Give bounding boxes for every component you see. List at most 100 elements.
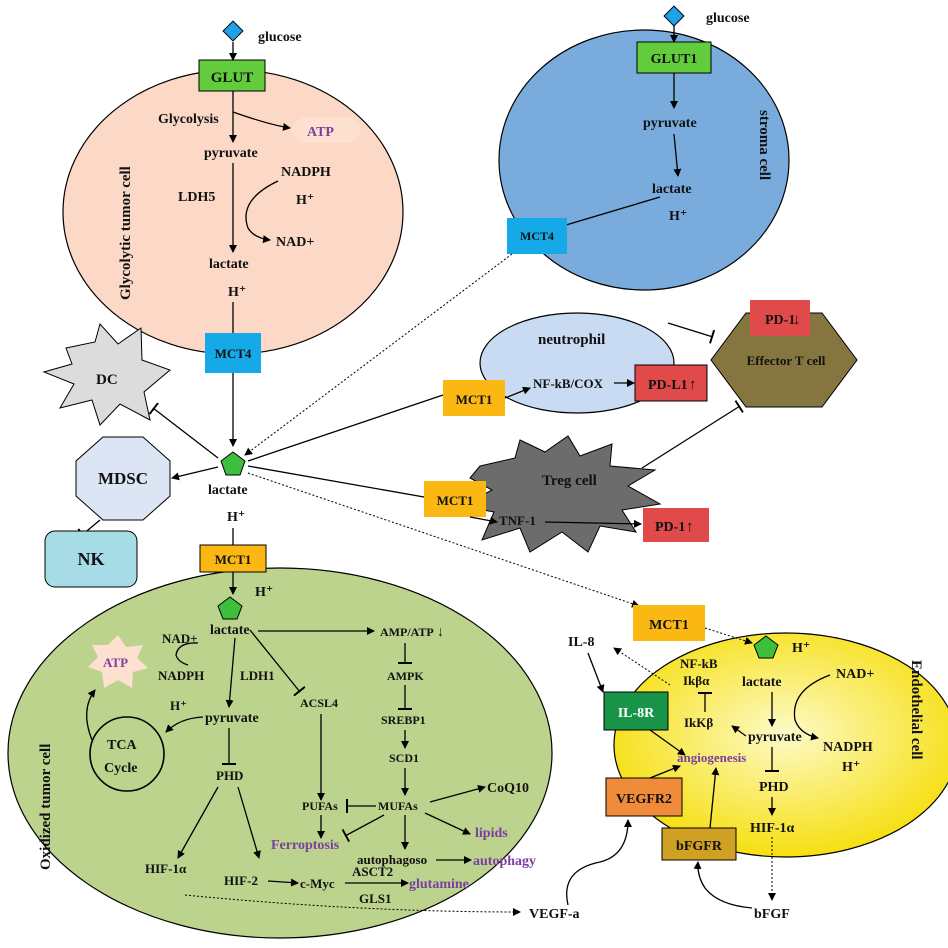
effector-t-cell-label: Effector T cell [747,353,826,368]
mct4-transporter-glycolytic [205,333,261,373]
endothelial-cell-label: Endothelial cell [908,660,924,760]
mct1-label-neutrophil: MCT1 [456,392,493,407]
cmyc-label: c-Myc [300,876,335,891]
phd-label-oxidized: PHD [216,768,243,783]
vegfr2-receptor [605,777,683,817]
mct1-transporter-oxidized [199,544,267,573]
pd-l1-label: PD-L1 [648,378,688,393]
nk-cell [44,530,138,588]
pd-1-marker-effector [750,300,810,336]
autophagoso-label: autophagoso [357,852,427,867]
ikkb-label: IkKβ [684,715,713,730]
cycle-label: Cycle [104,761,137,776]
pd-1-label-effector: PD-1 [765,313,795,328]
dc-cell [42,322,171,426]
glycolytic-cell-label: Glycolytic tumor cell [118,166,134,300]
hplus-label-oxidized: H⁺ [255,585,273,600]
lactate-pentagon-icon [220,451,246,476]
mct4-transporter-stroma [507,218,567,254]
scd1-label: SCD1 [389,751,419,765]
glut-label: GLUT [211,70,254,86]
hplus-label-endothelial: H⁺ [792,641,810,656]
lactate-pentagon-icon-oxidized [217,596,243,620]
mdsc-cell [75,436,171,521]
nfkb-cox-label: NF-kB/COX [533,376,604,391]
effector-t-cell [710,312,858,408]
nadph-label-glycolytic: NADPH [281,165,331,180]
ikba-label: Ikβα [683,673,710,688]
pd-l1-marker [634,364,708,402]
neutrophil-label: neutrophil [538,332,605,348]
lactate-label-endothelial: lactate [742,675,782,690]
ampk-label: AMPK [387,669,424,683]
nad-label-oxidized: NAD+ [162,631,198,646]
mct1-transporter-treg [424,481,486,517]
pyruvate-label-glycolytic: pyruvate [204,146,258,161]
tca-cycle-icon [89,716,165,792]
treg-label: Treg cell [542,473,597,489]
glycolysis-label: Glycolysis [158,112,219,127]
mufas-label: MUFAs [378,799,418,813]
il8-label: IL-8 [568,635,594,650]
pd-1-marker-treg [643,508,709,542]
glutamine-label: glutamine [409,877,469,892]
il8r-label: IL-8R [618,706,655,721]
pufas-label: PUFAs [302,799,338,813]
hplus2-label-endothelial: H⁺ [842,760,860,775]
lipids-label: lipids [475,826,508,841]
pyruvate-label-endothelial: pyruvate [748,730,802,745]
nad-label-glycolytic: NAD+ [276,235,314,250]
lactate-label-center: lactate [208,483,248,498]
mct4-label-stroma: MCT4 [520,229,554,243]
acsl4-label: ACSL4 [300,696,338,710]
autophagy-label: autophagy [473,854,536,869]
stroma-cell-label: stroma cell [756,110,772,180]
glut-transporter [198,59,266,92]
atp-star-icon-oxidized [88,635,148,688]
nk-label: NK [78,549,105,569]
hplus2-label-glycolytic: H⁺ [228,285,246,300]
tnf1-label: TNF-1 [499,513,536,528]
atp-burst-icon [290,117,362,143]
hplus2-label-oxidized: H⁺ [170,698,187,713]
bfgfr-receptor [661,827,737,861]
gls1-label: GLS1 [359,891,392,906]
lactate-label-glycolytic: lactate [209,257,249,272]
hplus-label-glycolytic: H⁺ [296,193,314,208]
mct1-label-oxidized: MCT1 [215,552,252,567]
glucose-icon-stroma [663,5,685,27]
pyruvate-label-stroma: pyruvate [643,116,697,131]
ldh5-label: LDH5 [178,190,215,205]
mct1-transporter-neutrophil [443,380,505,416]
hplus-label-stroma: H⁺ [669,209,687,224]
srebp1-label: SREBP1 [381,713,426,727]
bfgf-label: bFGF [754,907,790,922]
nadph-label-oxidized: NADPH [158,668,204,683]
atp-label-glycolytic: ATP [307,125,334,140]
mct4-label-glycolytic: MCT4 [215,346,252,361]
pyruvate-label-oxidized: pyruvate [205,711,259,726]
mdsc-label: MDSC [98,469,148,488]
up-arrow-icon-pd1-treg: ↑ [686,519,694,535]
mct1-transporter-endothelial [633,605,705,641]
endothelial-cell [613,632,948,858]
oxidized-cell-label: Oxidized tumor cell [38,744,54,870]
il8r-receptor [603,691,669,731]
nfkb-label-endothelial: NF-kB [680,656,718,671]
nad-label-endothelial: NAD+ [836,667,874,682]
down-arrow-icon-amp: ↓ [437,625,444,640]
phd-label-endothelial: PHD [759,780,789,795]
atp-label-oxidized: ATP [103,655,128,670]
hif1a-label-oxidized: HIF-1α [145,861,187,876]
hif2-label: HIF-2 [224,873,258,888]
mct1-label-endothelial: MCT1 [649,618,689,633]
lactate-pentagon-icon-endothelial [753,635,779,659]
ferroptosis-label: Ferroptosis [271,838,340,853]
vegfa-label: VEGF-a [529,907,580,922]
pd-1-label-treg: PD-1 [655,520,685,535]
oxidized-tumor-cell [7,567,553,939]
coq10-label: CoQ10 [487,781,529,796]
stroma-cell [498,29,790,291]
treg-cell [460,435,662,553]
